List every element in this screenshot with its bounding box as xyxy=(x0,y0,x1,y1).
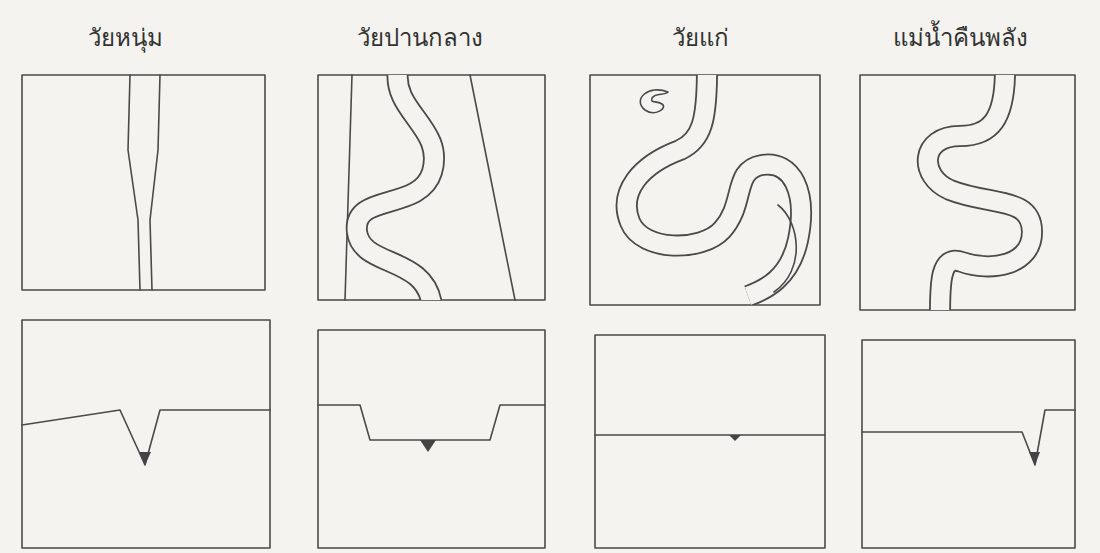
valley-profile xyxy=(318,405,545,440)
meander-river xyxy=(627,75,801,296)
stage-heading: แม่น้ำคืนพลัง xyxy=(893,24,1028,53)
channel-water xyxy=(420,440,436,452)
oxbow-lake xyxy=(640,90,668,113)
incised-profile xyxy=(862,410,1075,465)
channel-water xyxy=(139,452,151,465)
section-frame xyxy=(595,335,825,548)
valley-wall xyxy=(345,75,352,300)
river-bank xyxy=(128,75,140,290)
flat-plain-profile xyxy=(595,434,825,436)
meander-river xyxy=(357,75,434,300)
river-bank xyxy=(150,75,160,290)
channel-water xyxy=(729,435,741,441)
valley-wall xyxy=(470,75,515,300)
stage-heading: วัยหนุ่ม xyxy=(88,24,163,53)
plan-frame xyxy=(22,75,265,290)
channel-water xyxy=(1029,452,1040,465)
stage-heading: วัยปานกลาง xyxy=(357,24,483,53)
stage-heading: วัยแก่ xyxy=(672,24,729,53)
meander-river xyxy=(928,75,1032,310)
v-valley-profile xyxy=(22,410,270,465)
section-frame xyxy=(318,330,545,548)
section-frame xyxy=(862,340,1075,548)
section-frame xyxy=(22,320,270,548)
meander-scar xyxy=(774,205,796,292)
